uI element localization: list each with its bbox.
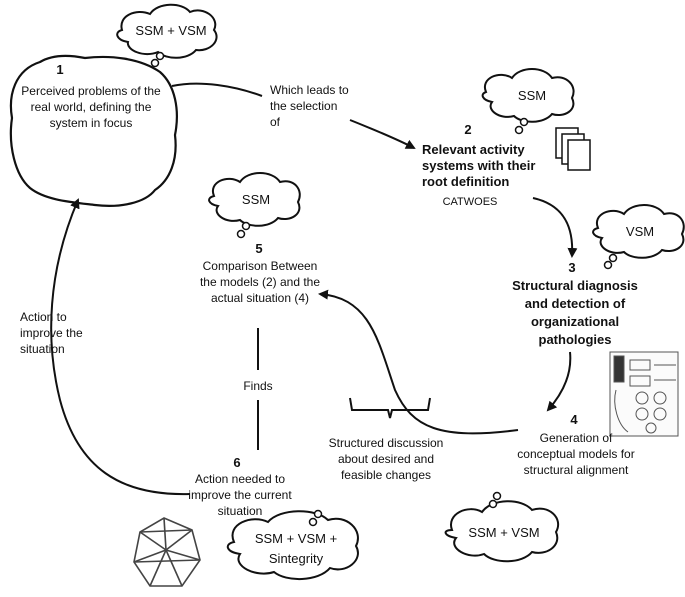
step2-text: Relevant activity systems with their roo… — [422, 142, 536, 189]
edge-4-to-5 — [318, 289, 519, 435]
edge-1-to-2-a — [171, 82, 263, 97]
edge-1-to-2-b — [349, 119, 416, 149]
cloud-step5-label: SSM — [241, 192, 271, 207]
edge-6-to-1-label: Action to improve the situation — [20, 310, 83, 356]
step1-number: 1 — [56, 62, 64, 77]
cloud-step6-label-1: SSM + VSM + — [254, 531, 338, 546]
cloud-step5 — [208, 172, 301, 239]
step2-subtext: CATWOES — [442, 196, 498, 208]
discussion-brace — [349, 397, 431, 419]
step4-number: 4 — [570, 412, 578, 427]
step4-text: Generation of conceptual models for stru… — [517, 431, 635, 477]
cloud-step2 — [481, 68, 575, 135]
icosahedron-icon — [133, 517, 201, 587]
edge-4-to-5-label: Structured discussion about desired and … — [328, 436, 444, 482]
step6-number: 6 — [233, 455, 241, 470]
document-stack-icon — [555, 127, 591, 171]
cloud-step4-label: SSM + VSM — [468, 525, 540, 540]
edge-1-to-2-label: Which leads to the selection of — [270, 83, 349, 129]
edge-2-to-3 — [532, 197, 578, 258]
step2-number: 2 — [464, 122, 472, 137]
cloud-step4 — [444, 491, 559, 563]
cloud-step1 — [116, 3, 218, 68]
step6-text: Action needed to improve the current sit… — [188, 472, 292, 518]
step3-number: 3 — [568, 260, 576, 275]
cloud-step3 — [592, 204, 685, 270]
edge-5-to-6-label: Finds — [243, 379, 273, 393]
step5-number: 5 — [255, 241, 263, 256]
cloud-step3-label: VSM — [625, 224, 655, 239]
step3-text: Structural diagnosis and detection of or… — [512, 278, 638, 347]
step5-text: Comparison Between the models (2) and th… — [199, 259, 321, 305]
cloud-step6-label-2: Sintegrity — [268, 551, 324, 566]
cloud-step2-label: SSM — [517, 88, 547, 103]
edge-3-to-4 — [546, 351, 572, 412]
step1-blob — [9, 54, 178, 207]
vsm-model-thumbnail — [609, 351, 679, 437]
step1-text: Perceived problems of the real world, de… — [21, 84, 161, 130]
cloud-step6 — [226, 509, 359, 581]
edge-6-to-1 — [50, 198, 191, 496]
cloud-step1-label: SSM + VSM — [135, 23, 207, 38]
